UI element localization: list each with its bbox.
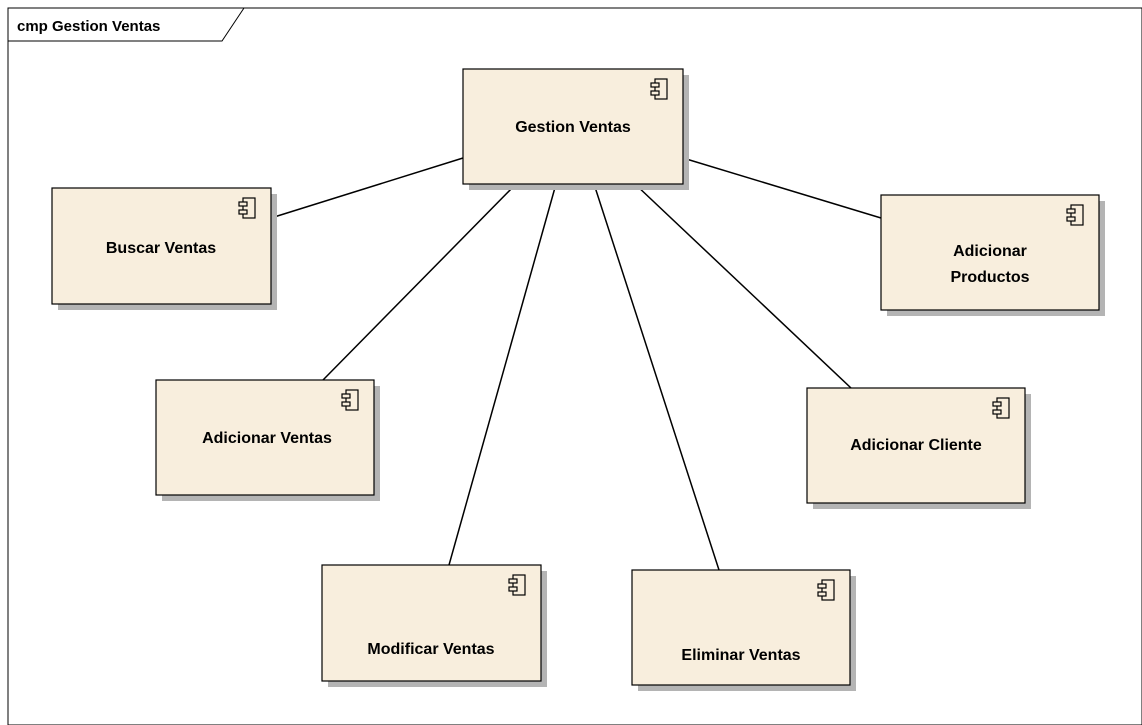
- component-label: Modificar Ventas: [367, 641, 494, 658]
- connector-eliminar-ventas: [593, 183, 720, 571]
- component-label: Adicionar Ventas: [202, 430, 332, 447]
- component-gestion-ventas[interactable]: Gestion Ventas: [462, 68, 689, 190]
- component-label-line-1: Adicionar: [953, 243, 1027, 260]
- component-label: Buscar Ventas: [106, 240, 216, 257]
- connector-buscar-ventas: [270, 157, 464, 219]
- connector-adicionar-ventas: [322, 183, 517, 381]
- component-buscar-ventas[interactable]: Buscar Ventas: [51, 187, 277, 310]
- component-adicionar-productos[interactable]: Adicionar Productos: [880, 194, 1105, 316]
- component-eliminar-ventas[interactable]: Eliminar Ventas: [631, 569, 856, 691]
- connector-adicionar-cliente: [634, 183, 852, 389]
- component-adicionar-ventas[interactable]: Adicionar Ventas: [155, 379, 380, 501]
- component-label-line-2: Productos: [950, 269, 1029, 286]
- component-label: Gestion Ventas: [515, 119, 631, 136]
- connector-adicionar-productos: [682, 157, 882, 219]
- component-modificar-ventas[interactable]: Modificar Ventas: [321, 564, 547, 687]
- component-label: Adicionar Cliente: [850, 437, 982, 454]
- component-adicionar-cliente[interactable]: Adicionar Cliente: [806, 387, 1031, 509]
- frame-tab: [8, 7, 245, 42]
- connector-modificar-ventas: [448, 183, 557, 566]
- component-label: Eliminar Ventas: [681, 647, 800, 664]
- connectors: [270, 157, 882, 571]
- frame-title: cmp Gestion Ventas: [17, 18, 160, 35]
